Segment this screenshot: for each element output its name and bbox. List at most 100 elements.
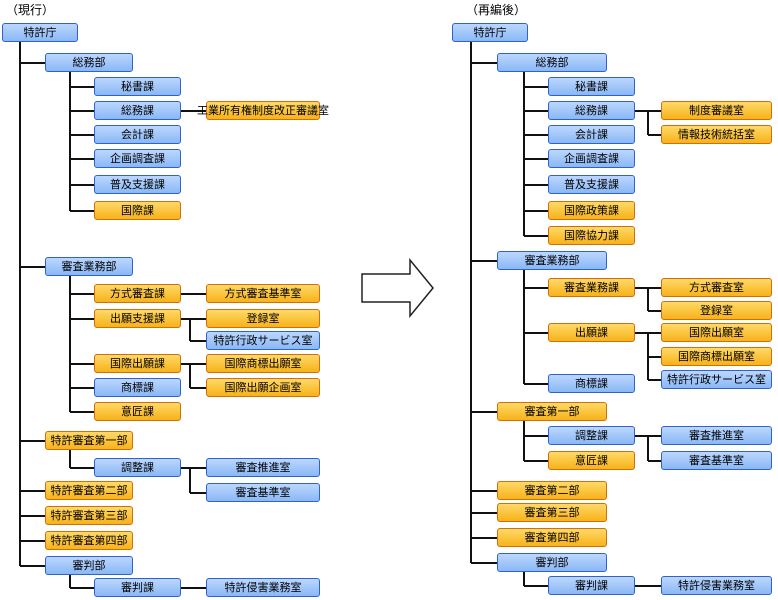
connector-line [523,421,525,461]
org-node-dept: 審査第四部 [497,528,607,547]
connector-line [70,411,94,413]
connector-line [524,134,548,136]
org-node-office: 国際商標出願室 [206,354,320,373]
org-node-section: 企画調査課 [94,149,181,168]
connector-line [471,562,497,564]
connector-line [647,436,649,461]
org-node-office: 国際商標出願室 [661,347,772,366]
connector-line [524,235,548,237]
org-node-office: 情報技術統括室 [661,125,772,144]
connector-line [524,110,548,112]
connector-line [648,310,661,312]
org-node-office: 登録室 [661,301,772,320]
connector-line [69,276,71,412]
org-node-root: 特許庁 [2,23,78,42]
connector-line [70,86,94,88]
org-node-office: 登録室 [206,309,320,328]
org-node-section: 出願課 [548,323,635,342]
connector-line [524,86,548,88]
org-node-section: 商標課 [548,374,635,393]
connector-line [189,468,191,493]
org-node-office: 国際出願企画室 [206,378,320,397]
connector-line [635,585,661,587]
org-node-office: 方式審査室 [661,278,772,297]
connector-line [524,460,548,462]
org-node-section: 総務課 [548,101,635,120]
org-node-section: 意匠課 [94,402,181,421]
org-node-office: 方式審査基準室 [206,284,320,303]
org-node-section: 商標課 [94,378,181,397]
org-node-root: 特許庁 [452,23,528,42]
connector-line [181,587,206,589]
org-node-section: 調整課 [548,426,635,445]
org-node-section: 秘書課 [548,77,635,96]
org-node-section: 国際協力課 [548,226,635,245]
org-node-office: 審査基準室 [661,451,772,470]
org-node-dept: 特許審査第一部 [45,431,133,450]
connector-line [524,210,548,212]
org-node-section: 審判課 [548,576,635,595]
connector-line [523,572,525,586]
connector-line [471,62,497,64]
connector-line [20,62,45,64]
org-node-section: 審判課 [94,578,181,597]
connector-line [189,364,191,388]
org-node-office: 国際出願室 [661,323,772,342]
org-node-section: 出願支援課 [94,309,181,328]
connector-line [70,158,94,160]
org-node-dept: 総務部 [497,53,607,72]
connector-line [69,450,71,468]
header-after: （再編後） [466,1,526,18]
connector-line [524,585,548,587]
org-node-section: 秘書課 [94,77,181,96]
org-node-dept: 審査第三部 [497,503,607,522]
connector-line [647,288,649,311]
connector-line [471,490,497,492]
org-node-section: 方式審査課 [94,284,181,303]
connector-line [70,318,94,320]
connector-line [70,467,94,469]
connector-line [20,565,45,567]
org-node-office: 審査基準室 [206,483,320,502]
connector-line [524,435,548,437]
connector-line [20,266,45,268]
org-node-office: 制度審議室 [661,101,772,120]
org-node-dept: 審判部 [45,556,133,575]
connector-line [471,537,497,539]
org-node-section: 意匠課 [548,451,635,470]
org-node-section: 普及支援課 [94,175,181,194]
connector-line [470,42,472,563]
org-node-dept: 審判部 [497,553,607,572]
connector-line [647,111,649,135]
org-node-office: 特許侵害業務室 [206,578,320,597]
org-node-dept: 特許審査第二部 [45,481,133,500]
org-node-office: 審査推進室 [661,426,772,445]
org-node-section: 会計課 [548,125,635,144]
org-node-section: 調整課 [94,458,181,477]
org-node-section: 国際政策課 [548,201,635,220]
connector-line [70,587,94,589]
connector-line [190,492,206,494]
connector-line [648,379,661,381]
org-node-section: 企画調査課 [548,149,635,168]
connector-line [190,340,206,342]
connector-line [524,184,548,186]
header-current: （現行） [6,1,54,18]
org-node-dept: 審査業務部 [497,251,607,270]
connector-line [70,293,94,295]
org-node-section: 審査業務課 [548,278,635,297]
connector-line [190,387,206,389]
connector-line [70,184,94,186]
org-node-section: 総務課 [94,101,181,120]
org-node-office: 特許行政サービス室 [661,370,772,389]
connector-line [524,383,548,385]
connector-line [70,210,94,212]
org-node-office: 審査推進室 [206,458,320,477]
org-node-dept: 特許審査第四部 [45,531,133,550]
connector-line [524,158,548,160]
org-node-section: 普及支援課 [548,175,635,194]
org-node-office: 特許侵害業務室 [661,576,772,595]
connector-line [471,512,497,514]
org-node-office: 工業所有権制度改正審議室 [206,101,320,120]
